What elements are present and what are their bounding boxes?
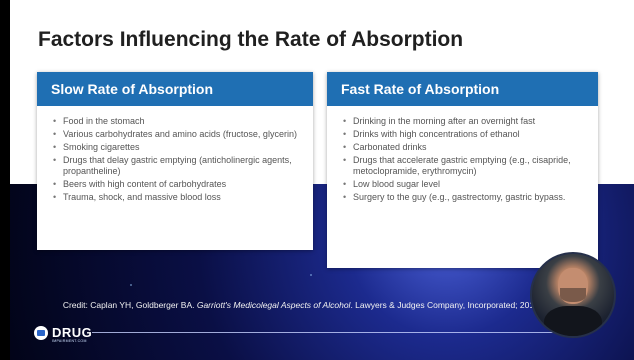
- credit-suffix: . Lawyers & Judges Company, Incorporated…: [350, 300, 542, 310]
- list-item: Trauma, shock, and massive blood loss: [53, 192, 305, 203]
- list-item: Various carbohydrates and amino acids (f…: [53, 129, 305, 140]
- list-item: Drugs that delay gastric emptying (antic…: [53, 155, 305, 177]
- citation-credit: Credit: Caplan YH, Goldberger BA. Garrio…: [52, 300, 552, 311]
- drug-impairment-logo: DRUG IMPAIRMENT.COM: [34, 325, 93, 343]
- logo-text: DRUG: [52, 325, 93, 340]
- list-item: Smoking cigarettes: [53, 142, 305, 153]
- fast-absorption-header: Fast Rate of Absorption: [327, 72, 598, 106]
- list-item: Carbonated drinks: [343, 142, 590, 153]
- list-item: Surgery to the guy (e.g., gastrectomy, g…: [343, 192, 590, 203]
- credit-prefix: Credit: Caplan YH, Goldberger BA.: [62, 300, 197, 310]
- presenter-webcam: [530, 252, 616, 338]
- list-item: Drugs that accelerate gastric emptying (…: [343, 155, 590, 177]
- list-item: Drinking in the morning after an overnig…: [343, 116, 590, 127]
- list-item: Low blood sugar level: [343, 179, 590, 190]
- slow-absorption-list: Food in the stomach Various carbohydrate…: [37, 116, 313, 203]
- fast-absorption-card: Fast Rate of Absorption Drinking in the …: [327, 72, 598, 268]
- drug-impairment-logo-icon: [34, 325, 48, 340]
- list-item: Food in the stomach: [53, 116, 305, 127]
- list-item: Drinks with high concentrations of ethan…: [343, 129, 590, 140]
- fast-absorption-list: Drinking in the morning after an overnig…: [327, 116, 598, 203]
- presenter-beard: [560, 288, 586, 302]
- presenter-shirt: [544, 306, 602, 336]
- slow-absorption-header: Slow Rate of Absorption: [37, 72, 313, 106]
- list-item: Beers with high content of carbohydrates: [53, 179, 305, 190]
- footer-divider: [92, 332, 562, 333]
- logo-subtext: IMPAIRMENT.COM: [52, 339, 87, 343]
- slow-absorption-card: Slow Rate of Absorption Food in the stom…: [37, 72, 313, 250]
- credit-book-title: Garriott's Medicolegal Aspects of Alcoho…: [196, 300, 351, 310]
- slide-title: Factors Influencing the Rate of Absorpti…: [38, 28, 464, 51]
